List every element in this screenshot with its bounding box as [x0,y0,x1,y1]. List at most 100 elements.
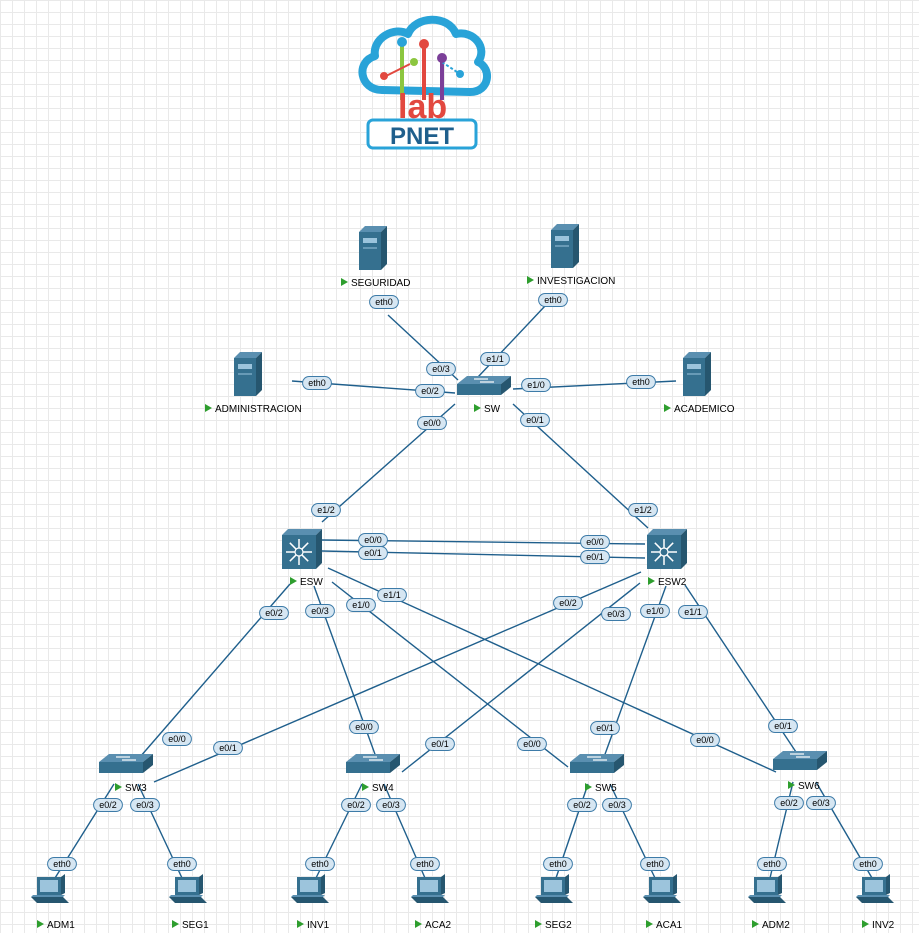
port-sw6-e0-0[interactable]: e0/0 [690,733,720,747]
port-sw5-e0-0[interactable]: e0/0 [517,737,547,751]
port-esw-e0-0[interactable]: e0/0 [358,533,388,547]
play-icon[interactable] [648,577,655,585]
port-investigacion-eth0[interactable]: eth0 [538,293,568,307]
port-label: eth0 [375,297,393,307]
port-administracion-eth0[interactable]: eth0 [302,376,332,390]
link-esw-sw5[interactable] [331,581,569,768]
port-esw-e0-1[interactable]: e0/1 [358,546,388,560]
port-esw-e1-0[interactable]: e1/0 [346,598,376,612]
port-sw-e0-2[interactable]: e0/2 [415,384,445,398]
node-sw6[interactable]: SW6 [773,751,827,792]
port-label: e0/1 [431,739,449,749]
port-seg1-eth0[interactable]: eth0 [167,857,197,871]
play-icon[interactable] [297,920,304,928]
port-sw3-e0-3[interactable]: e0/3 [130,798,160,812]
node-aca1[interactable]: ACA1 [643,874,683,931]
port-sw5-e0-3[interactable]: e0/3 [602,798,632,812]
node-label: ADM1 [47,920,75,931]
port-esw2-e1-0[interactable]: e1/0 [640,604,670,618]
play-icon[interactable] [172,920,179,928]
pc-icon [643,874,681,903]
server-icon [551,224,579,268]
port-seguridad-eth0[interactable]: eth0 [369,295,399,309]
port-esw2-e0-0[interactable]: e0/0 [580,535,610,549]
port-sw5-e0-1[interactable]: e0/1 [590,721,620,735]
node-administracion[interactable]: ADMINISTRACION [205,352,302,415]
port-esw2-e0-3[interactable]: e0/3 [601,607,631,621]
node-seg1[interactable]: SEG1 [169,874,209,931]
port-esw-e0-2[interactable]: e0/2 [259,606,289,620]
port-sw6-e0-3[interactable]: e0/3 [806,796,836,810]
node-adm2[interactable]: ADM2 [748,874,790,931]
port-label: e0/2 [265,608,283,618]
link-investigacion-sw[interactable] [477,305,546,378]
port-adm2-eth0[interactable]: eth0 [757,857,787,871]
port-esw2-e1-1[interactable]: e1/1 [678,605,708,619]
node-adm1[interactable]: ADM1 [31,874,75,931]
play-icon[interactable] [535,920,542,928]
port-esw2-e1-2[interactable]: e1/2 [628,503,658,517]
port-sw3-e0-0[interactable]: e0/0 [162,732,192,746]
port-sw4-e0-3[interactable]: e0/3 [376,798,406,812]
port-sw5-e0-2[interactable]: e0/2 [567,798,597,812]
play-icon[interactable] [646,920,653,928]
play-icon[interactable] [752,920,759,928]
port-adm1-eth0[interactable]: eth0 [47,857,77,871]
play-icon[interactable] [341,278,348,286]
port-sw-e1-1[interactable]: e1/1 [480,352,510,366]
port-aca1-eth0[interactable]: eth0 [640,857,670,871]
port-label: e0/0 [423,418,441,428]
node-sw4[interactable]: SW4 [346,754,400,794]
play-icon[interactable] [362,783,369,791]
node-investigacion[interactable]: INVESTIGACION [527,224,615,287]
port-sw-e1-0[interactable]: e1/0 [521,378,551,392]
port-sw-e0-0[interactable]: e0/0 [417,416,447,430]
port-aca2-eth0[interactable]: eth0 [410,857,440,871]
play-icon[interactable] [115,783,122,791]
node-academico[interactable]: ACADEMICO [664,352,735,415]
server-icon [234,352,262,396]
port-academico-eth0[interactable]: eth0 [626,375,656,389]
node-inv2[interactable]: INV2 [856,874,895,931]
port-sw3-e0-2[interactable]: e0/2 [93,798,123,812]
port-sw4-e0-2[interactable]: e0/2 [341,798,371,812]
node-esw[interactable]: ESW [282,529,323,588]
pc-icon [535,874,573,903]
port-inv1-eth0[interactable]: eth0 [305,857,335,871]
port-esw2-e0-2[interactable]: e0/2 [553,596,583,610]
port-sw4-e0-0[interactable]: e0/0 [349,720,379,734]
port-sw-e0-1[interactable]: e0/1 [520,413,550,427]
play-icon[interactable] [585,783,592,791]
node-label: SEG1 [182,920,209,931]
port-seg2-eth0[interactable]: eth0 [543,857,573,871]
port-esw-e1-2[interactable]: e1/2 [311,503,341,517]
play-icon[interactable] [37,920,44,928]
node-sw[interactable]: SW [457,376,511,415]
port-sw3-e0-1[interactable]: e0/1 [213,741,243,755]
play-icon[interactable] [788,781,795,789]
node-sw5[interactable]: SW5 [570,754,624,794]
port-sw4-e0-1[interactable]: e0/1 [425,737,455,751]
play-icon[interactable] [205,404,212,412]
switch-icon [773,751,827,770]
node-aca2[interactable]: ACA2 [411,874,452,931]
node-sw3[interactable]: SW3 [99,754,153,794]
port-sw6-e0-1[interactable]: e0/1 [768,719,798,733]
play-icon[interactable] [474,404,481,412]
port-inv2-eth0[interactable]: eth0 [853,857,883,871]
play-icon[interactable] [290,577,297,585]
node-inv1[interactable]: INV1 [291,874,330,931]
port-sw6-e0-2[interactable]: e0/2 [774,796,804,810]
port-esw-e0-3[interactable]: e0/3 [305,604,335,618]
port-esw2-e0-1[interactable]: e0/1 [580,550,610,564]
node-seguridad[interactable]: SEGURIDAD [341,226,410,289]
port-sw-e0-3[interactable]: e0/3 [426,362,456,376]
play-icon[interactable] [664,404,671,412]
node-esw2[interactable]: ESW2 [647,529,687,588]
port-label: e0/3 [382,800,400,810]
play-icon[interactable] [527,276,534,284]
play-icon[interactable] [862,920,869,928]
node-seg2[interactable]: SEG2 [535,874,573,931]
play-icon[interactable] [415,920,422,928]
port-esw-e1-1[interactable]: e1/1 [377,588,407,602]
